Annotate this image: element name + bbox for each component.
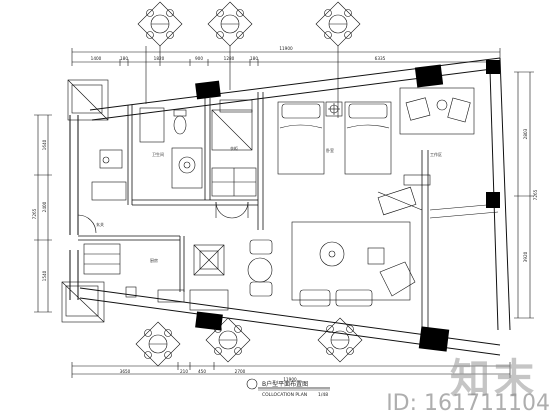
caption-scale: 1/48	[318, 392, 328, 398]
room-label-entry: 玄关	[96, 221, 104, 227]
wardrobe	[211, 167, 257, 197]
right-dimension-lines	[514, 71, 534, 319]
top-dim-7: 6335	[375, 56, 386, 61]
bottom-dim-3: 450	[198, 369, 206, 374]
kitchen-area	[83, 239, 273, 311]
bathroom-fixtures	[139, 99, 253, 189]
bottom-dim-4: 2700	[235, 369, 246, 374]
outer-walls	[69, 57, 511, 356]
workspace	[377, 87, 475, 216]
bottom-dim-1: 3650	[120, 369, 131, 374]
elevation-marker-1	[137, 1, 183, 104]
elevation-marker-2	[207, 1, 253, 90]
top-dimension-lines	[71, 48, 501, 66]
room-label-kitchen: 厨房	[150, 257, 158, 263]
drawing-caption: B户型平面布置图 COLLOCATION PLAN 1/48	[246, 378, 330, 398]
left-dim-1: 1640	[42, 139, 47, 150]
lounge-furniture	[291, 221, 416, 307]
left-total-dim: 7265	[32, 208, 37, 219]
top-dim-2: 180	[120, 56, 128, 61]
bottom-dim-2: 210	[180, 369, 188, 374]
doors	[77, 149, 249, 234]
interior-partitions	[78, 92, 429, 340]
bottom-total-dim: 11900	[283, 377, 297, 382]
left-dim-2: 2400	[42, 201, 47, 212]
right-dim-2: 3920	[523, 251, 528, 262]
caption-title: B户型平面布置图	[262, 380, 308, 388]
room-label-workspace: 工作区	[430, 151, 442, 157]
top-dim-6: 180	[250, 56, 258, 61]
left-dimension-lines	[34, 114, 52, 313]
top-dim-3: 1820	[154, 56, 165, 61]
elevation-marker-6	[317, 317, 363, 363]
top-total-dim: 11900	[279, 46, 293, 51]
room-label-closet: 衣柜	[230, 145, 238, 151]
right-total-dim: 7265	[533, 189, 538, 200]
elevation-marker-3	[315, 1, 361, 118]
watermark-logo: 知末	[450, 356, 538, 402]
top-dim-5: 1280	[224, 56, 235, 61]
room-label-bathroom: 卫生间	[152, 151, 164, 157]
twin-beds	[277, 101, 392, 175]
bottom-dimension-lines	[71, 362, 511, 378]
watermark: 知末 ID: 161711104	[352, 346, 552, 416]
top-dim-4: 900	[195, 56, 203, 61]
elevation-marker-4	[135, 321, 181, 367]
dimension-labels: 11900 1400 180 1820 900 1280 180 6335 72…	[32, 46, 538, 382]
left-dim-3: 1540	[42, 270, 47, 281]
caption-subtitle: COLLOCATION PLAN	[262, 392, 307, 398]
diagonal-duct	[377, 191, 499, 219]
watermark-id: ID: 161711104	[386, 391, 550, 416]
structural-columns	[195, 60, 500, 352]
room-labels: 卫生间 玄关 卧室 工作区 厨房 衣柜	[96, 145, 442, 263]
stair-shaft	[61, 79, 109, 323]
right-dim-1: 2803	[523, 128, 528, 139]
room-label-bedroom: 卧室	[326, 147, 334, 153]
top-dim-1: 1400	[91, 56, 102, 61]
